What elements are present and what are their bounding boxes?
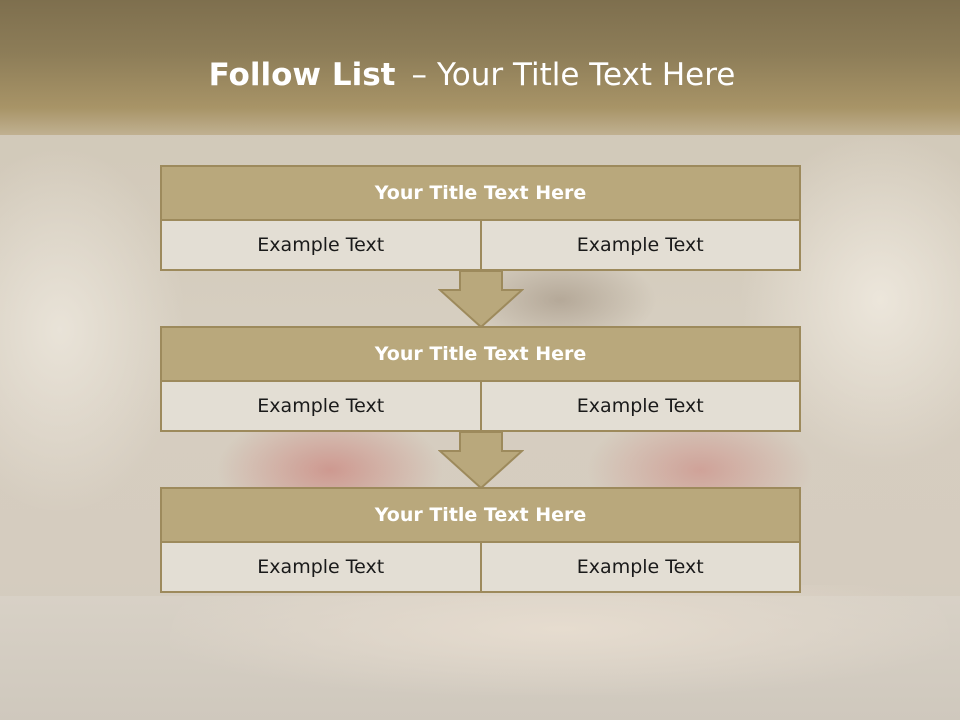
block-cell-left: Example Text [160, 382, 482, 432]
block-header: Your Title Text Here [160, 165, 801, 221]
block-header: Your Title Text Here [160, 487, 801, 543]
block-row: Example Text Example Text [160, 221, 801, 271]
block-row: Example Text Example Text [160, 543, 801, 593]
slide-title-bold: Follow List [208, 57, 396, 93]
block-cell-right: Example Text [481, 382, 801, 432]
title-band [0, 0, 960, 135]
follow-block-2: Your Title Text Here Example Text Exampl… [160, 326, 801, 432]
block-header: Your Title Text Here [160, 326, 801, 382]
block-cell-right: Example Text [481, 221, 801, 271]
slide-title-rest: Your Title Text Here [436, 57, 736, 93]
slide-title: Follow List–Your Title Text Here [0, 52, 944, 98]
block-row: Example Text Example Text [160, 382, 801, 432]
block-cell-right: Example Text [481, 543, 801, 593]
block-cell-left: Example Text [160, 543, 482, 593]
follow-block-3: Your Title Text Here Example Text Exampl… [160, 487, 801, 593]
slide-title-dash: – [411, 57, 427, 93]
down-arrow-icon [438, 431, 524, 489]
block-cell-left: Example Text [160, 221, 482, 271]
background-arm [170, 585, 950, 695]
follow-block-1: Your Title Text Here Example Text Exampl… [160, 165, 801, 271]
down-arrow-icon [438, 270, 524, 328]
